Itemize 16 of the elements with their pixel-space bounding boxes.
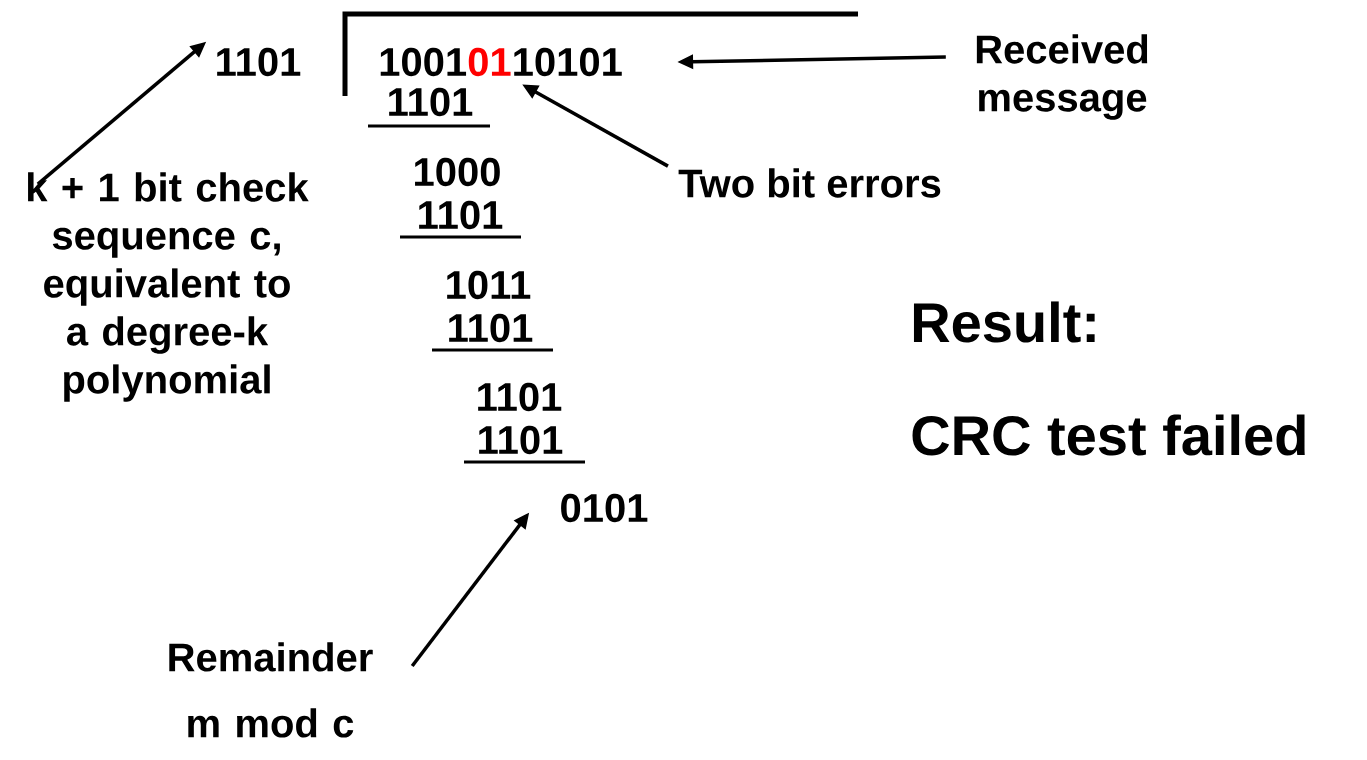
subtrahend-number: 1101 [479,425,563,455]
annotation-text: Two bit errors [678,168,941,198]
subtrahend-number: 1101 [419,200,503,230]
divisor-number: 1101 [217,47,301,77]
partial-result: 1000 [415,157,500,187]
partial-result: 1101 [478,382,562,412]
remainder-number: 0101 [561,493,648,523]
annotation-text: Remainder m mod c [169,642,373,738]
subtrahend-number: 1101 [389,87,473,117]
partial-result: 1011 [447,270,531,300]
annotation-text: Received message [976,34,1148,120]
dividend-number: 10010110101 [380,47,622,77]
result-text: Result: [913,301,1095,343]
subtrahend-number: 1101 [449,313,533,343]
annotation-text: k + 1 bit check sequence c, equivalent to a degree-k polynomial [28,172,309,402]
result-text: CRC test failed [912,414,1305,456]
